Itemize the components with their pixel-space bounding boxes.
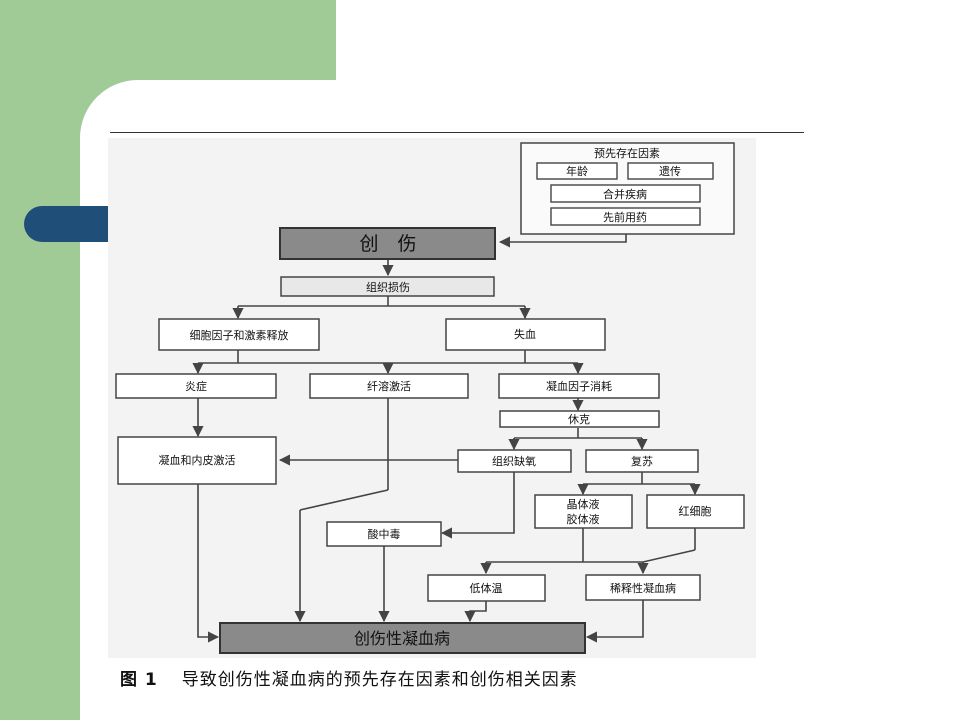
fibrinolysis-label: 纤溶激活: [367, 379, 411, 393]
inflammation-box: [115, 373, 277, 399]
factor-consumption-label: 凝血因子消耗: [546, 379, 612, 393]
premed-label: 先前用药: [603, 210, 647, 224]
genetic-label: 遗传: [659, 164, 681, 178]
crystalloid-label-line2: 胶体液: [567, 512, 600, 526]
hypoxia-box: [457, 449, 572, 473]
tic-label: 创伤性凝血病: [354, 629, 450, 648]
resuscitation-box: [585, 449, 699, 473]
hypothermia-box: [427, 574, 546, 602]
pre-existing-group: 预先存在因素 年龄 遗传 合并疾病 先前用药: [520, 142, 735, 235]
figure-caption: 图 1 导致创伤性凝血病的预先存在因素和创伤相关因素: [120, 665, 578, 690]
acidosis-label: 酸中毒: [368, 527, 401, 541]
rbc-box: [646, 494, 745, 529]
title-rule: [110, 132, 804, 133]
crystalloid-label-line1: 晶体液: [567, 497, 600, 511]
cytokine-label: 细胞因子和激素释放: [190, 328, 289, 342]
cytokine-box: [158, 318, 320, 351]
pre-existing-title: 预先存在因素: [594, 146, 660, 160]
trauma-label: 创 伤: [359, 233, 416, 255]
coag-endothelial-label: 凝血和内皮激活: [159, 453, 236, 467]
figure-caption-text: 导致创伤性凝血病的预先存在因素和创伤相关因素: [181, 670, 578, 690]
premed-box: [550, 207, 701, 226]
hypoxia-label: 组织缺氧: [492, 454, 536, 468]
tissue-injury-label: 组织损伤: [366, 280, 410, 294]
shock-label: 休克: [568, 413, 590, 426]
slide-tab-marker: [24, 206, 110, 242]
age-box: [536, 162, 618, 180]
crystalloid-box: [534, 494, 633, 529]
acidosis-box: [326, 521, 442, 547]
inflammation-label: 炎症: [185, 379, 207, 393]
blood-loss-box: [445, 318, 606, 351]
rbc-label: 红细胞: [679, 505, 712, 518]
dilution-box: [585, 574, 701, 601]
connector-lines: [192, 234, 701, 643]
comorbid-label: 合并疾病: [603, 187, 647, 201]
trauma-box: [279, 227, 496, 260]
shock-box: [499, 410, 660, 428]
comorbid-box: [550, 184, 701, 203]
age-label: 年龄: [566, 164, 588, 178]
figure-number: 图 1: [120, 670, 158, 690]
factor-consumption-box: [498, 373, 660, 399]
dilution-label: 稀释性凝血病: [610, 581, 676, 595]
tissue-injury-box: [280, 276, 495, 297]
genetic-box: [627, 162, 714, 180]
resuscitation-label: 复苏: [631, 454, 653, 468]
hypothermia-label: 低体温: [470, 581, 503, 595]
coag-endothelial-box: [117, 436, 277, 485]
tic-box: [219, 622, 586, 654]
blood-loss-label: 失血: [514, 327, 536, 341]
fibrinolysis-box: [309, 373, 469, 399]
